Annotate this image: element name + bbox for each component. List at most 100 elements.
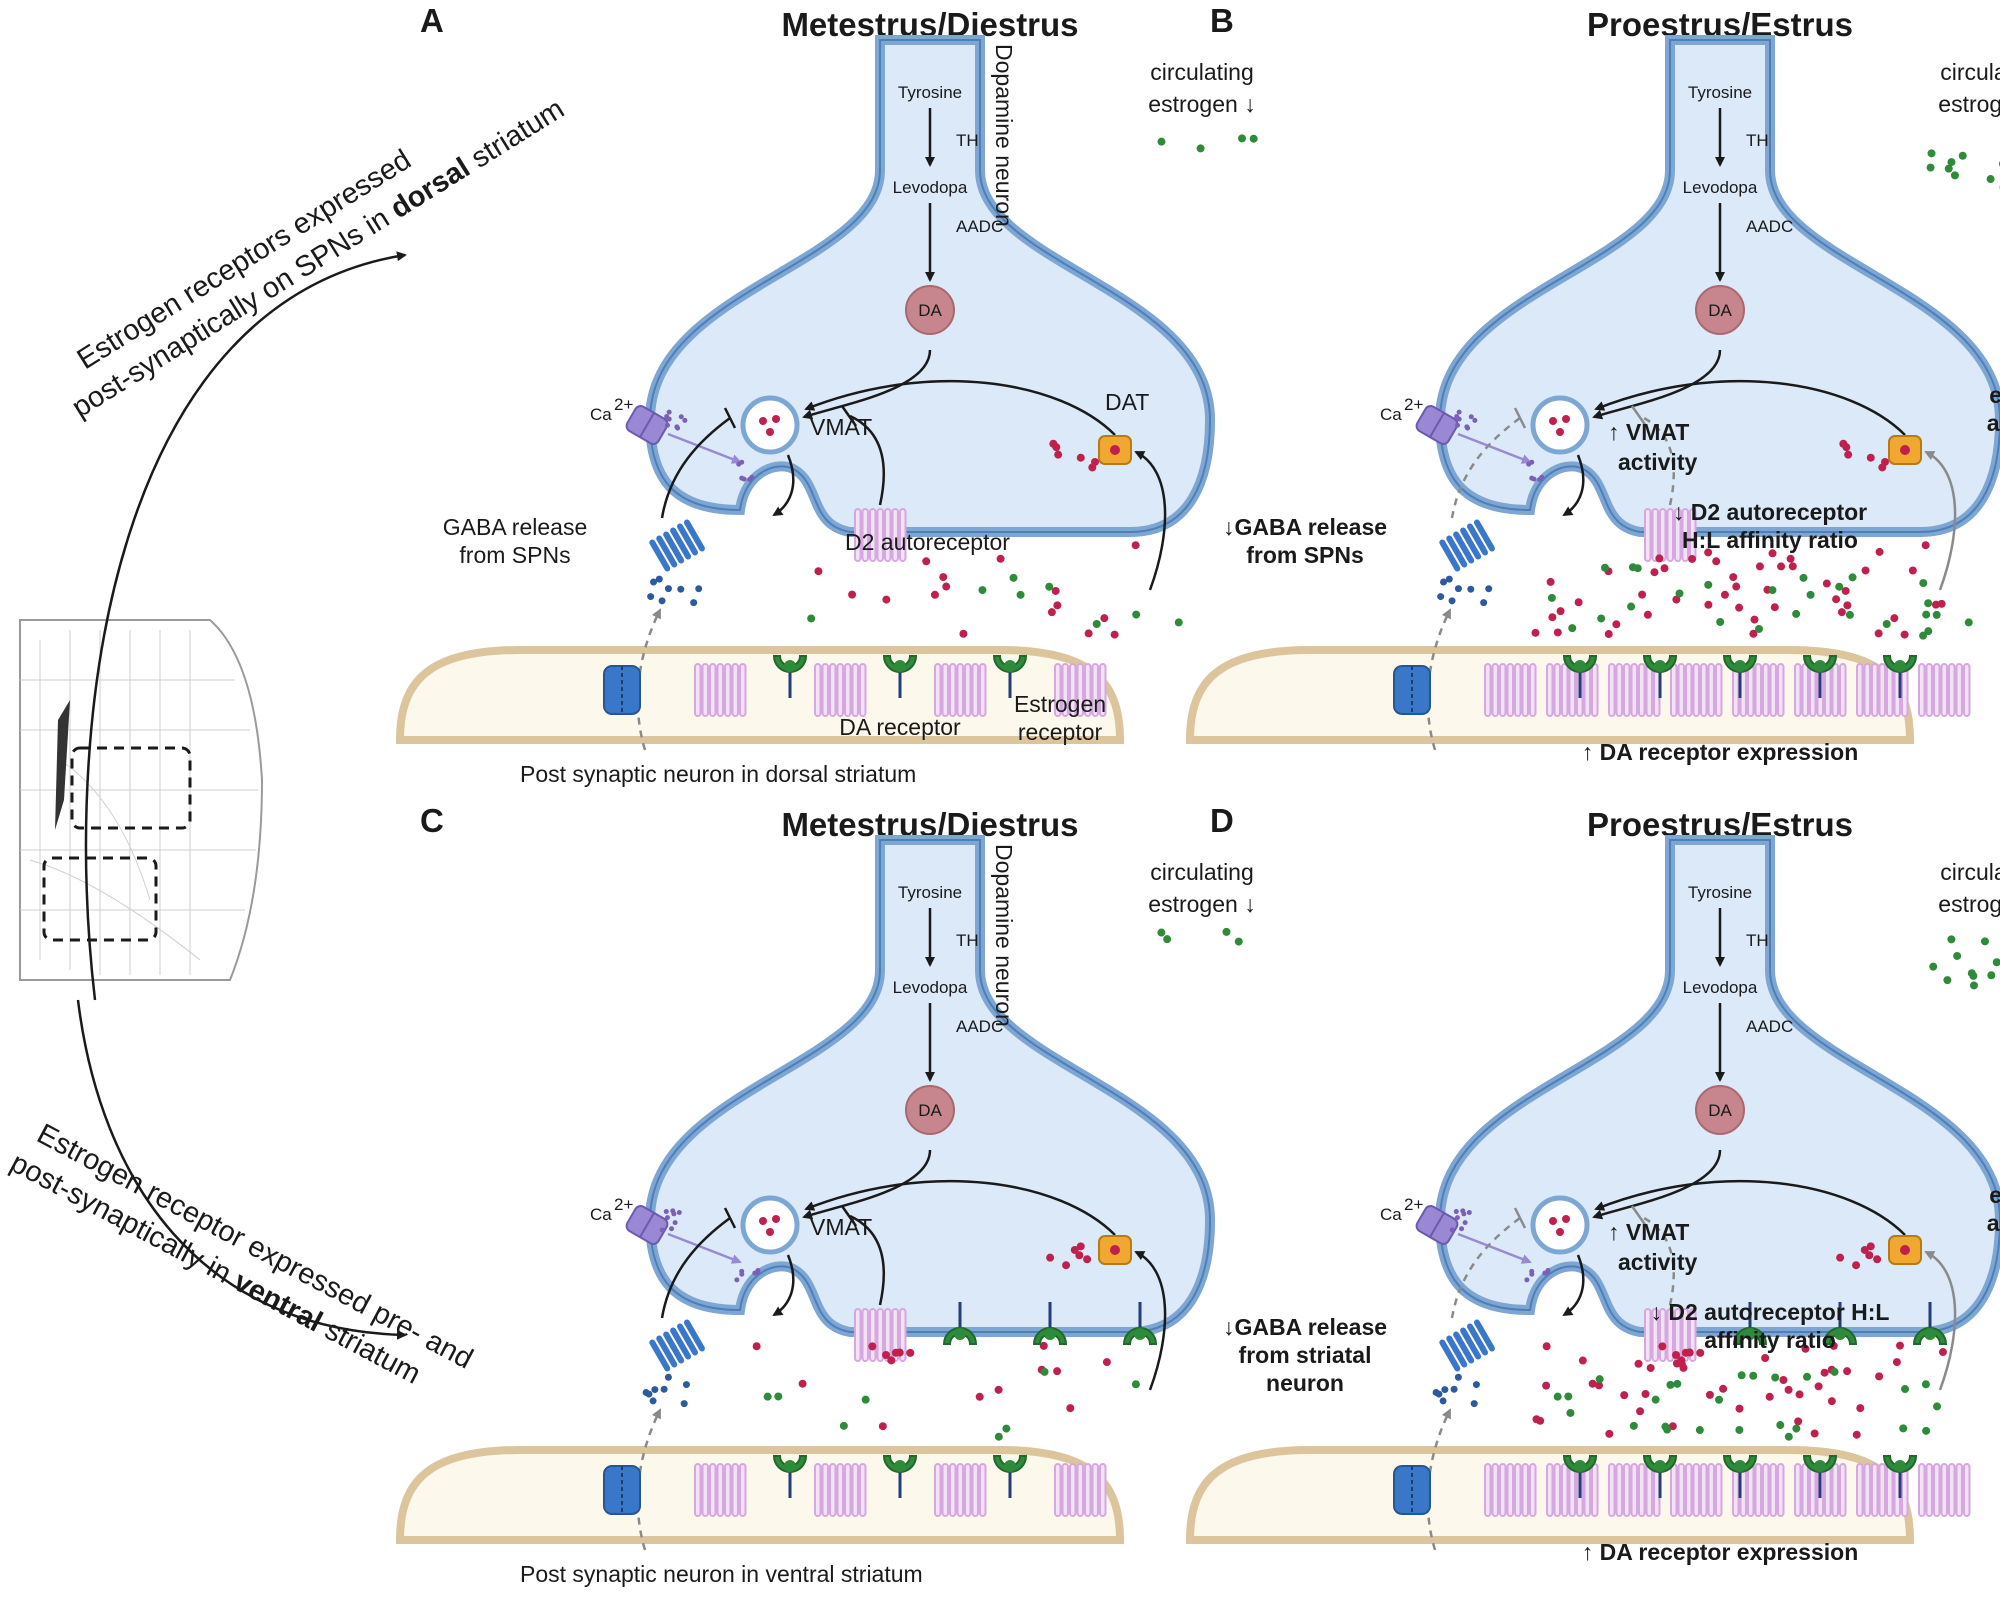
estrogen-receptor-icon <box>942 1302 978 1345</box>
arrow-to-panel-a <box>84 251 407 1001</box>
dopamine-dot <box>1719 1384 1728 1393</box>
da-receptor-expression-label: ↑ DA receptor expression <box>1582 739 1859 765</box>
dopamine-dot <box>1866 453 1875 462</box>
calcium-ion-dot <box>734 1277 740 1283</box>
estrogen-dot <box>1933 1402 1942 1411</box>
dopamine-dot <box>1051 586 1060 595</box>
d2-autoreceptor-icon <box>1644 508 1697 562</box>
calcium-ion-dot <box>664 422 670 428</box>
dopamine-dot <box>994 1385 1003 1394</box>
vesicle-dopamine-dot <box>759 1217 767 1225</box>
estrogen-dot <box>1932 610 1941 619</box>
calcium-ion-dot <box>674 424 680 430</box>
da-label: DA <box>1708 1101 1732 1120</box>
dopamine-dot <box>1786 554 1795 563</box>
pathway-arrow <box>802 1149 932 1220</box>
d2-line2: H:L affinity ratio <box>1682 527 1858 553</box>
postsynaptic-da-receptor-icon <box>1918 663 1971 717</box>
dopamine-dot <box>1672 1359 1681 1368</box>
postsynaptic-da-receptor-icon <box>1918 1463 1971 1517</box>
estrogen-receptor-icon <box>882 655 918 698</box>
dopamine-dot <box>959 629 968 638</box>
dopamine-dot <box>1066 1404 1075 1413</box>
dopamine-dot <box>1047 608 1056 617</box>
dat-transporter-icon <box>1888 435 1922 465</box>
postsynaptic-da-receptor-icon <box>1732 1463 1785 1517</box>
dopamine-dot <box>1866 1242 1875 1251</box>
dopamine-molecule-icon <box>905 285 955 335</box>
estrogen-receptor-icon <box>772 655 808 698</box>
dopamine-dot <box>1735 603 1744 612</box>
postsynaptic-da-receptor-icon <box>1732 663 1785 717</box>
dopamine-dot <box>1842 443 1851 452</box>
gaba-dot <box>664 585 672 593</box>
dopamine-dot <box>1832 595 1841 604</box>
gaba-line1: ↓GABA release <box>1223 1314 1387 1340</box>
gaba-receptor-icon <box>1439 519 1495 572</box>
dat-line2: expression <box>1989 1182 2000 1208</box>
estrogen-dot <box>1749 1371 1758 1380</box>
calcium-ion-dot <box>1529 475 1535 481</box>
calcium-ion-dot <box>1466 1209 1472 1215</box>
synaptic-vesicle-icon <box>740 395 800 455</box>
estrogen-dot <box>1629 1421 1638 1430</box>
estrogen-dot <box>1716 617 1725 626</box>
calcium-ion-dot <box>1459 1226 1465 1232</box>
panel-letter: C <box>420 802 444 839</box>
estrogen-dot <box>1131 1380 1140 1389</box>
dopamine-dot <box>1852 1261 1861 1270</box>
calcium-ion-dot <box>1526 461 1532 467</box>
estrogen-dot <box>774 1392 783 1401</box>
dat-uptake-arrow <box>1924 450 1957 591</box>
estrogen-receptor-icon <box>1732 1302 1768 1345</box>
dopamine-dot <box>1720 590 1729 599</box>
dopamine-dot <box>1641 1390 1650 1399</box>
da-receptor-expression-label: ↑ DA receptor expression <box>1582 1539 1859 1565</box>
estrogen-dot <box>1040 1367 1049 1376</box>
d2-inhibition-line <box>1639 414 1675 506</box>
vmat-line1: ↑ VMAT <box>1608 1219 1689 1245</box>
dopamine-dot <box>1788 562 1797 571</box>
pathway-arrow <box>802 349 932 420</box>
calcium-label: Ca <box>1380 1205 1402 1224</box>
dopamine-dot <box>996 554 1005 563</box>
estrogen-dot <box>1784 1432 1793 1441</box>
inhibition-bar <box>840 1205 858 1227</box>
dopamine-dot <box>1688 554 1697 563</box>
dat-line3: and activity <box>1987 1210 2000 1236</box>
dopamine-dot <box>1873 1255 1882 1264</box>
estrogen-dot <box>1964 618 1973 627</box>
gaba-release-arrow <box>636 1408 662 1551</box>
dopamine-dot <box>882 595 891 604</box>
dopamine-dot <box>1822 579 1831 588</box>
gaba-dot <box>1432 1388 1440 1396</box>
estrogen-receptor-icon <box>1642 655 1678 698</box>
dopamine-dot <box>1039 1341 1048 1350</box>
calcium-channel-icon <box>625 405 669 445</box>
estrogen-dot <box>1922 610 1931 619</box>
gaba-line2: from striatal <box>1239 1342 1372 1368</box>
gaba-line2: from SPNs <box>459 542 570 568</box>
dopamine-dot <box>1681 1348 1690 1357</box>
dopamine-neuron-membrane <box>1438 839 2000 1333</box>
dopamine-molecule-icon <box>1695 1085 1745 1135</box>
gaba-dot <box>1470 1400 1478 1408</box>
gaba-inhibition-line <box>660 416 731 519</box>
gaba-receptor-icon <box>1439 1319 1495 1372</box>
estrogen-dot <box>1944 164 1953 173</box>
circulating-estrogen-line1: circulating <box>1940 59 2000 85</box>
calcium-ion-dot <box>669 1226 675 1232</box>
estrogen-dot <box>1803 1372 1812 1381</box>
vesicle-release-arrow <box>772 1254 795 1317</box>
dopamine-neuron-membrane <box>648 839 1212 1333</box>
dopamine-dot <box>1874 629 1883 638</box>
dopamine-dot <box>1890 614 1899 623</box>
dat-uptake-arrow <box>1134 450 1167 591</box>
gaba-inhibition-line <box>1450 1216 1521 1319</box>
dopamine-dot <box>887 1356 896 1365</box>
dopamine-dot <box>1604 630 1613 639</box>
dopamine-dot <box>1704 548 1713 557</box>
dopamine-dot <box>1084 629 1093 638</box>
dopamine-molecule-icon <box>905 1085 955 1135</box>
